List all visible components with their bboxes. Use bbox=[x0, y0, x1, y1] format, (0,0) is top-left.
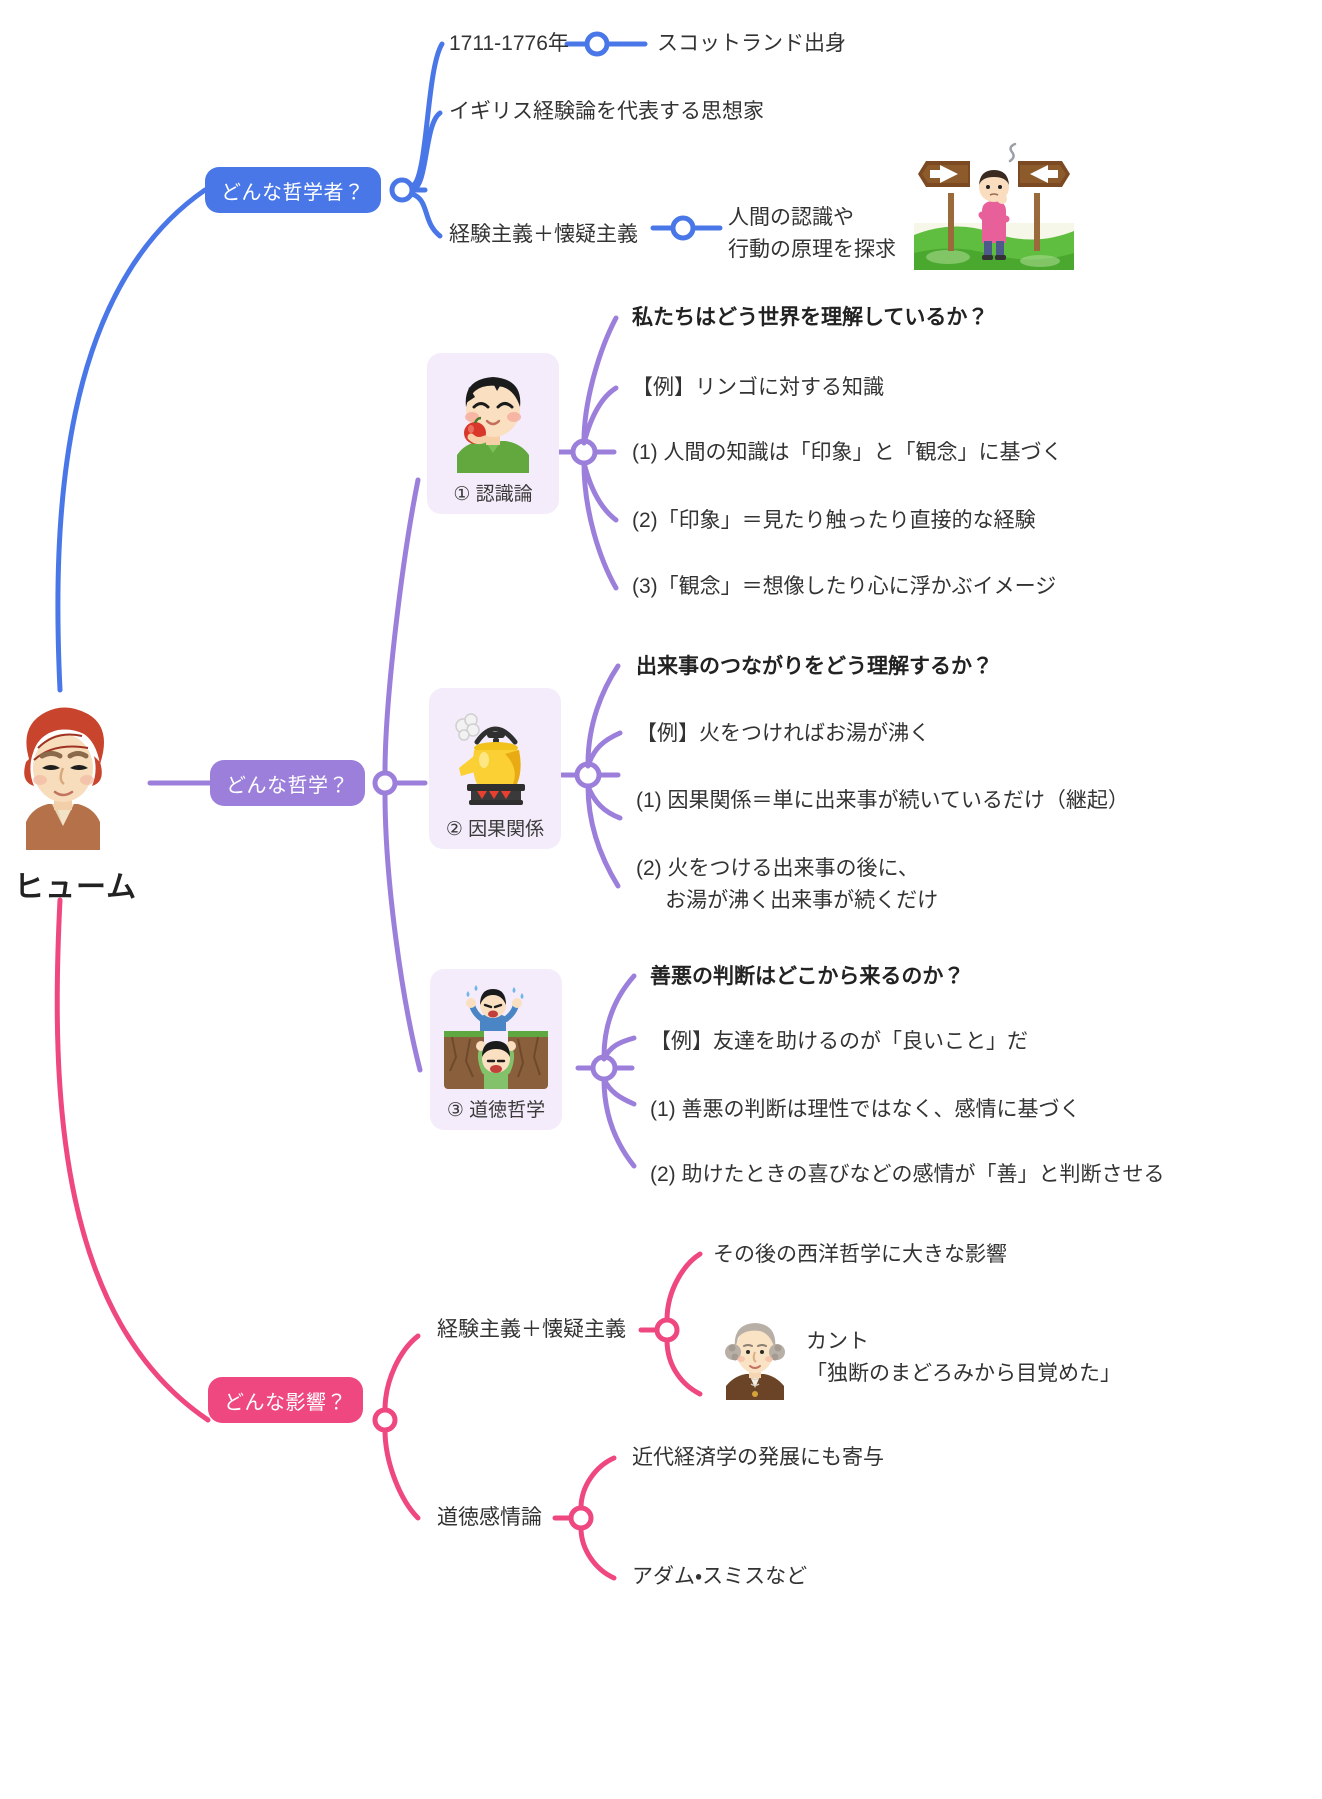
boy-with-apple-icon bbox=[441, 363, 545, 473]
leaf-philosopher-item-1: 1711-1776年 bbox=[449, 32, 569, 55]
leaf-epistemology-item-3: (1) 人間の知識は「印象」と「観念」に基づく bbox=[632, 441, 1063, 464]
leaf-influence-item-1-sub-1: その後の西洋哲学に大きな影響 bbox=[713, 1243, 1007, 1266]
leaf-influence-item-1-sub-2: カント 「独断のまどろみから目覚めた」 bbox=[806, 1330, 1121, 1385]
leaf-causality-item-1: 出来事のつながりをどう理解するか？ bbox=[636, 655, 993, 678]
leaf-influence-item-2-sub-2: アダム・スミスなど bbox=[632, 1565, 808, 1588]
hume-portrait-icon bbox=[8, 690, 118, 850]
leaf-influence-item-2-sub-1: 近代経済学の発展にも寄与 bbox=[632, 1446, 884, 1469]
leaf-epistemology-item-5: (3)「観念」＝想像したり心に浮かぶイメージ bbox=[632, 575, 1057, 598]
signpost-person-icon bbox=[914, 115, 1074, 270]
leaf-moral-item-4: (2) 助けたときの喜びなどの感情が「善」と判断させる bbox=[650, 1163, 1165, 1186]
leaf-influence-item-2: 道徳感情論 bbox=[437, 1506, 542, 1529]
leaf-causality-item-2: 【例】火をつければお湯が沸く bbox=[636, 722, 930, 745]
branch-pill-influence[interactable]: どんな影響？ bbox=[208, 1377, 363, 1423]
topic-card-caption: ① 認識論 bbox=[453, 484, 533, 505]
leaf-moral-item-1: 善悪の判断はどこから来るのか？ bbox=[650, 965, 965, 988]
leaf-causality-item-4: (2) 火をつける出来事の後に、 お湯が沸く出来事が続くだけ bbox=[636, 857, 939, 912]
topic-card-causality[interactable]: ② 因果関係 bbox=[429, 688, 561, 849]
topic-card-moral-philosophy[interactable]: ③ 道徳哲学 bbox=[430, 969, 562, 1130]
leaf-epistemology-item-2: 【例】リンゴに対する知識 bbox=[632, 376, 884, 399]
leaf-causality-item-3: (1) 因果関係＝単に出来事が続いているだけ（継起） bbox=[636, 789, 1129, 812]
leaf-epistemology-item-1: 私たちはどう世界を理解しているか？ bbox=[632, 306, 989, 329]
leaf-philosopher-item-1-sub-1: スコットランド出身 bbox=[657, 32, 846, 55]
leaf-philosopher-item-3: 経験主義＋懐疑主義 bbox=[449, 223, 638, 246]
branch-pill-philosopher[interactable]: どんな哲学者？ bbox=[205, 167, 381, 213]
branch-pill-philosophy[interactable]: どんな哲学？ bbox=[210, 760, 365, 806]
topic-card-caption: ③ 道徳哲学 bbox=[446, 1100, 546, 1121]
leaf-epistemology-item-4: (2)「印象」＝見たり触ったり直接的な経験 bbox=[632, 509, 1036, 532]
topic-card-caption: ② 因果関係 bbox=[445, 819, 545, 840]
leaf-moral-item-2: 【例】友達を助けるのが「良いこと」だ bbox=[650, 1030, 1028, 1053]
leaf-philosopher-item-2: イギリス経験論を代表する思想家 bbox=[449, 100, 764, 123]
leaf-moral-item-3: (1) 善悪の判断は理性ではなく、感情に基づく bbox=[650, 1098, 1081, 1121]
yellow-kettle-icon bbox=[443, 698, 547, 808]
leaf-influence-item-1: 経験主義＋懐疑主義 bbox=[437, 1318, 626, 1341]
topic-card-epistemology[interactable]: ① 認識論 bbox=[427, 353, 559, 514]
root-label: ヒューム bbox=[14, 871, 138, 904]
leaf-philosopher-item-3-sub-1: 人間の認識や 行動の原理を探求 bbox=[728, 206, 896, 261]
cliff-rescue-icon bbox=[444, 979, 548, 1089]
kant-portrait-icon bbox=[716, 1318, 794, 1400]
